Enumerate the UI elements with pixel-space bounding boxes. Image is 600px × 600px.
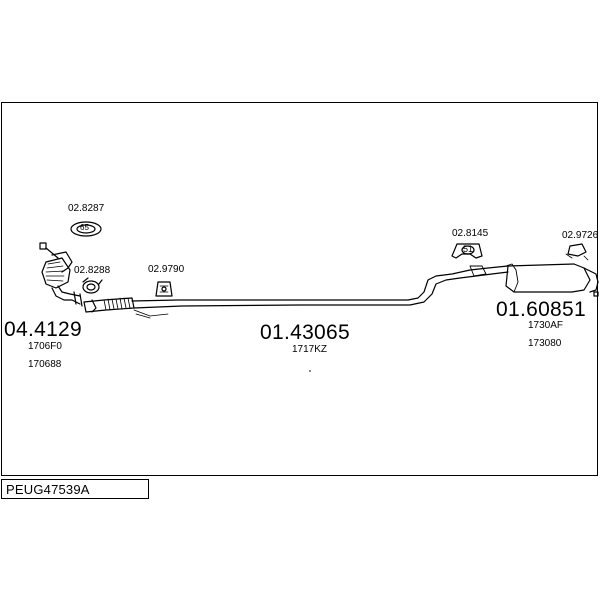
part-number-middle-pipe[interactable]: 01.43065 <box>260 321 350 344</box>
hanger-mark-label: 51 <box>463 244 474 254</box>
accessory-number-gasket-top: 02.8287 <box>68 203 105 214</box>
accessory-number-hanger-front: 02.9790 <box>148 264 185 275</box>
part-ref-front-cat-2: 170688 <box>28 359 62 370</box>
catalytic-converter-part[interactable] <box>39 242 83 307</box>
rear-silencer-part[interactable] <box>505 263 599 297</box>
diagram-code-box: PEUG47539A <box>1 479 149 499</box>
dot-mark <box>309 370 311 372</box>
part-number-front-cat[interactable]: 04.4129 <box>4 318 83 341</box>
middle-pipe-part[interactable] <box>131 265 509 319</box>
gasket-part-flange[interactable] <box>82 277 103 294</box>
part-number-rear-silencer[interactable]: 01.60851 <box>496 298 586 321</box>
part-ref-middle-pipe-1: 1717KZ <box>292 344 328 355</box>
accessory-number-gasket-flange: 02.8288 <box>74 265 111 276</box>
accessory-number-hanger-mid: 02.8145 <box>452 228 489 239</box>
hanger-part-front[interactable] <box>155 281 173 297</box>
part-ref-front-cat-1: 1706F0 <box>28 341 62 352</box>
accessory-number-clamp-rear: 02.9726 <box>562 230 599 241</box>
gasket-mark-label: 65 <box>80 223 89 232</box>
diagram-code: PEUG47539A <box>6 482 90 497</box>
flex-pipe-part[interactable] <box>83 297 135 313</box>
diagram-frame <box>1 102 598 476</box>
hanger-part-mid[interactable] <box>451 243 483 259</box>
clamp-part-rear[interactable] <box>565 243 589 261</box>
part-ref-rear-silencer-2: 173080 <box>528 338 562 349</box>
gasket-part-top[interactable] <box>70 221 102 237</box>
part-ref-rear-silencer-1: 1730AF <box>528 320 564 331</box>
